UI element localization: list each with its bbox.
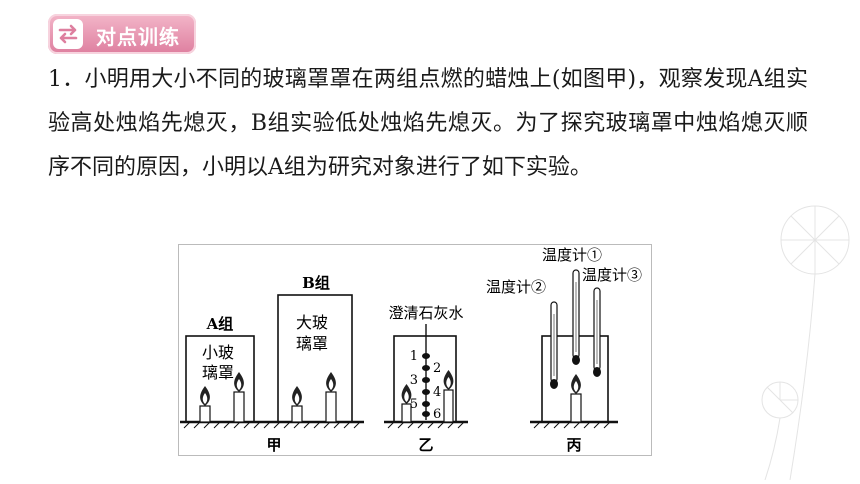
big-cover-label-line2: 璃罩: [296, 334, 328, 353]
question-text: 1．小明用大小不同的玻璃罩罩在两组点燃的蜡烛上(如图甲)，观察发现A组实验高处烛…: [48, 58, 808, 190]
panel-jia: A组 小玻 璃罩 B组 大玻 璃罩 甲: [180, 274, 364, 454]
group-a-label: A组: [206, 315, 234, 333]
limewater-label: 澄清石灰水: [388, 304, 463, 322]
drop-label-4: 4: [433, 385, 441, 400]
panel-yi: 澄清石灰水 1 2 3 4 5 6 乙: [384, 304, 468, 454]
section-badge: 对点训练: [48, 14, 196, 54]
big-glass-cover: [277, 294, 353, 423]
panel-yi-caption: 乙: [418, 436, 433, 454]
question-number: 1．: [48, 67, 85, 92]
thermometer-2-label: 温度计②: [486, 278, 546, 296]
question-body: 小明用大小不同的玻璃罩罩在两组点燃的蜡烛上(如图甲)，观察发现A组实验高处烛焰先…: [48, 67, 808, 180]
thermometer-1-label: 温度计①: [542, 246, 602, 264]
dandelion-decoration: [761, 205, 850, 480]
section-badge-label: 对点训练: [96, 25, 180, 49]
group-b-label: B组: [302, 274, 330, 292]
big-cover-label-line1: 大玻: [296, 313, 328, 332]
thermometer-3-label: 温度计③: [582, 266, 642, 284]
experiment-figure: A组 小玻 璃罩 B组 大玻 璃罩 甲 澄清石灰水: [178, 244, 652, 456]
small-cover-label-line1: 小玻: [202, 343, 234, 362]
glass-cover: [393, 335, 457, 423]
thermometer-1: [572, 269, 580, 365]
swap-arrows-icon: [53, 19, 83, 49]
small-cover-label-line2: 璃罩: [202, 363, 234, 382]
panel-bing-caption: 丙: [566, 436, 581, 454]
drop-label-3: 3: [410, 373, 418, 388]
drop-label-6: 6: [433, 407, 441, 422]
drop-label-5: 5: [410, 397, 418, 412]
panel-jia-caption: 甲: [266, 436, 281, 454]
thermometer-2: [550, 301, 558, 389]
drop-label-2: 2: [433, 361, 441, 376]
drop-label-1: 1: [410, 349, 418, 364]
panel-bing: 温度计① 温度计② 温度计③ 丙: [486, 246, 642, 454]
small-glass-cover: [185, 335, 255, 423]
thermometer-3: [593, 287, 601, 377]
